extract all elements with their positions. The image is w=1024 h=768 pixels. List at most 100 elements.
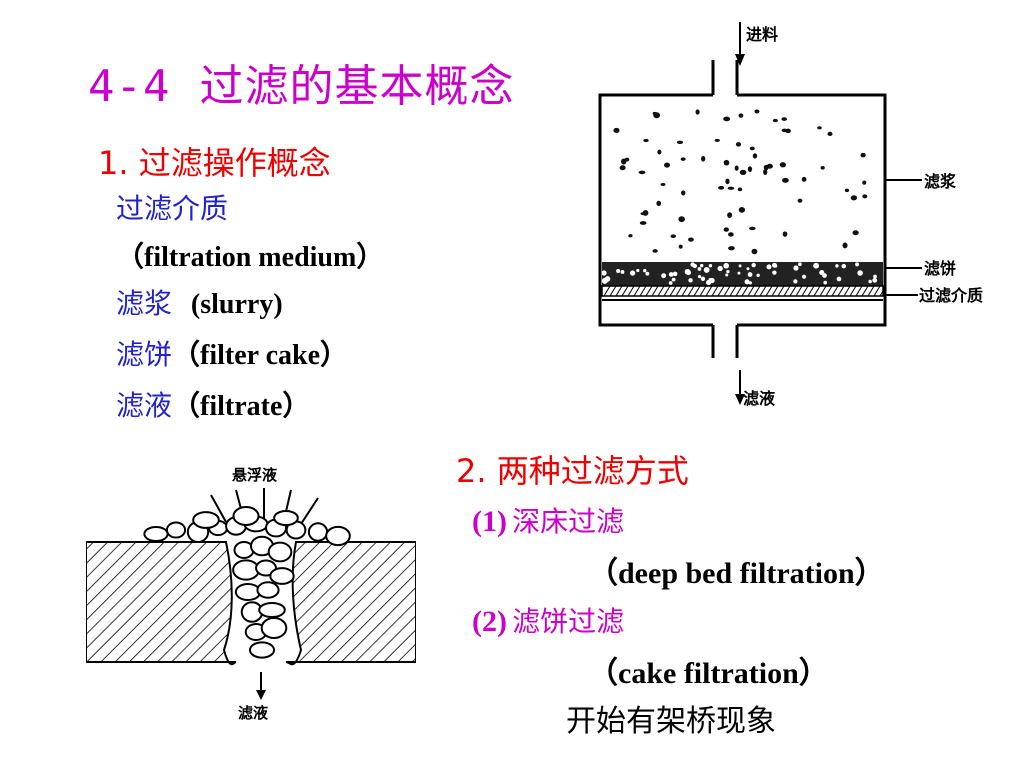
slurry-particle <box>652 111 657 115</box>
bed-particle <box>269 567 295 585</box>
cake-particle <box>822 273 827 278</box>
slurry-particle <box>739 169 747 175</box>
right-bed-wall <box>285 541 416 666</box>
cake-particle <box>604 276 611 282</box>
medium-hatch-line <box>729 285 737 297</box>
slurry-particle <box>728 246 735 251</box>
cake-particle <box>717 265 723 272</box>
cake-particle <box>700 276 706 281</box>
slurry-particle <box>827 131 833 136</box>
slurry-particle <box>639 221 647 225</box>
slurry-particle <box>860 152 866 158</box>
term-label: 滤液 <box>116 389 173 422</box>
medium-hatch-line <box>675 285 683 297</box>
cake-particle <box>747 272 753 277</box>
slurry-particle <box>782 177 789 183</box>
slurry-particle <box>763 168 768 175</box>
slurry-particle <box>844 188 850 193</box>
vessel-right-wall <box>737 93 887 327</box>
slurry-particle <box>723 159 730 166</box>
term-english: （filter cake） <box>172 340 349 371</box>
slurry-particle <box>688 237 694 242</box>
medium-hatch-line <box>813 285 821 297</box>
slurry-particle <box>680 157 686 161</box>
slurry-particle <box>797 198 803 203</box>
cake-particle <box>746 267 750 271</box>
filter-cake-layer <box>602 262 883 286</box>
cake-particle <box>766 264 772 270</box>
deep-bed-diagram: 悬浮液 滤液 <box>86 466 416 722</box>
cake-particle <box>616 269 621 274</box>
medium-hatch-line <box>711 285 719 297</box>
cake-particle <box>872 277 878 283</box>
cake-particle <box>690 262 695 267</box>
bed-particle <box>232 506 260 526</box>
slurry-particle <box>714 138 720 142</box>
bed-particle <box>232 559 260 581</box>
slurry-label: 滤浆 <box>924 172 957 191</box>
slurry-particle <box>695 109 700 115</box>
slurry-particle <box>754 109 760 114</box>
cake-particle <box>629 270 636 276</box>
cake-particle <box>841 263 847 269</box>
slurry-particle <box>613 127 620 133</box>
cake-particle <box>738 264 742 268</box>
medium-hatch-line <box>801 285 809 297</box>
cake-particle <box>668 272 674 277</box>
method-english: （deep bed filtration） <box>588 557 885 590</box>
cake-particle <box>697 267 702 271</box>
slurry-particle <box>676 140 684 145</box>
slurry-particle <box>663 162 671 168</box>
slurry-particles <box>613 109 868 255</box>
medium-hatch-line <box>807 285 815 297</box>
slurry-particle <box>842 242 848 249</box>
medium-hatch-line <box>747 285 755 297</box>
slurry-particle <box>749 226 756 231</box>
medium-hatch-line <box>627 285 635 297</box>
slurry-particle <box>638 170 646 175</box>
slurry-particle <box>643 138 649 143</box>
medium-hatch-line <box>609 285 617 297</box>
cake-particle <box>601 270 607 276</box>
cake-particle <box>756 273 760 278</box>
trapped-particles <box>143 506 351 659</box>
slurry-particle <box>749 146 755 151</box>
medium-hatch-line <box>633 285 641 297</box>
slurry-particle <box>738 207 746 213</box>
medium-hatch-line <box>861 285 869 297</box>
medium-hatch-line <box>849 285 857 297</box>
slurry-particle <box>723 227 729 232</box>
slurry-particle <box>850 195 858 201</box>
medium-hatch-line <box>831 285 839 297</box>
medium-hatch-line <box>717 285 725 297</box>
cake-particle <box>708 278 712 282</box>
medium-hatch-line <box>783 285 791 297</box>
slurry-particle <box>781 128 788 133</box>
medium-hatch-line <box>663 285 671 297</box>
slurry-particle <box>619 165 626 171</box>
method-number: (1) <box>472 505 507 538</box>
slurry-particle <box>752 153 758 159</box>
section2-heading: 2. 两种过滤方式 <box>456 452 689 490</box>
medium-hatch-line <box>855 285 863 297</box>
page-title: 4-4 过滤的基本概念 <box>88 50 514 114</box>
slurry-particle <box>678 244 683 249</box>
medium-hatch-line <box>873 285 881 297</box>
medium-hatch-line <box>777 285 785 297</box>
bed-particle <box>234 582 262 602</box>
cake-particle <box>672 271 678 277</box>
cake-particle <box>671 277 676 282</box>
cake-particle <box>798 262 802 267</box>
bed-particle <box>258 601 286 619</box>
medium-hatch-line <box>603 285 611 297</box>
bed-particle <box>267 541 293 563</box>
slurry-particle <box>656 200 662 206</box>
slurry-particle <box>852 230 859 236</box>
cake-particle <box>868 279 872 284</box>
bed-particle <box>165 521 187 539</box>
slurry-particle <box>772 118 778 123</box>
cake-particle <box>793 279 798 284</box>
cake-particle <box>823 280 828 285</box>
slurry-particle <box>657 149 662 155</box>
slurry-particle <box>701 155 706 162</box>
